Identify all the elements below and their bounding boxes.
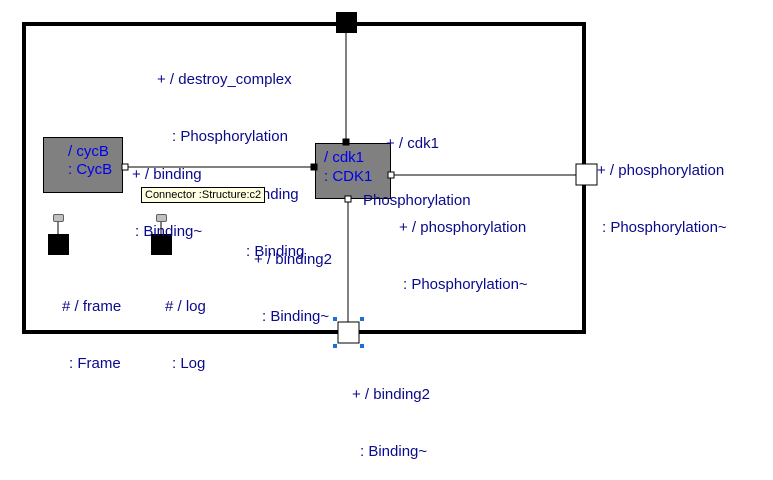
label-log: # / log : Log <box>165 298 206 372</box>
selection-handles <box>333 317 364 348</box>
port-destroy-complex[interactable] <box>336 12 357 33</box>
pin-stems <box>57 222 162 234</box>
label-cdk1-phosphorylation: + / phosphorylation : Phosphorylation~ <box>399 219 528 293</box>
label-destroy-complex: + / destroy_complex : Phosphorylation <box>157 71 292 145</box>
part-cdk1[interactable]: / cdk1 : CDK1 <box>315 143 391 199</box>
cycB-binding-port[interactable] <box>121 163 129 171</box>
port-phosphorylation[interactable] <box>575 163 598 186</box>
part-ports <box>121 138 395 203</box>
port-binding2[interactable] <box>337 321 360 344</box>
part-cycB-name: / cycB <box>68 143 109 160</box>
part-cycB-type: : CycB <box>68 161 113 178</box>
cdk1-cdk1-port[interactable] <box>342 138 350 146</box>
label-cdk1-binding2: + / binding2 : Binding~ <box>254 251 332 325</box>
label-cdk1-port: + / cdk1 Phosphorylation <box>363 135 471 209</box>
cdk1-binding2-port[interactable] <box>344 195 352 203</box>
port-log[interactable] <box>151 234 172 255</box>
connector-tooltip: Connector :Structure:c2 <box>141 187 266 203</box>
cdk1-binding-port[interactable] <box>310 163 318 171</box>
label-frame: # / frame : Frame <box>62 298 122 372</box>
log-pin-icon <box>156 214 167 222</box>
label-phosphorylation-outer: + / phosphorylation : Phosphorylation~ <box>597 162 727 236</box>
port-frame[interactable] <box>48 234 69 255</box>
label-cycB-binding: + / binding : Binding~ <box>132 166 203 240</box>
structure-diagram <box>22 12 598 348</box>
label-binding2-outer: + / binding2 : Binding~ <box>352 386 430 460</box>
part-cdk1-name: / cdk1 <box>324 149 365 166</box>
cdk1-phosphorylation-port[interactable] <box>387 171 395 179</box>
frame-pin-icon <box>53 214 64 222</box>
part-cdk1-type: : CDK1 <box>324 168 373 185</box>
part-cycB[interactable]: / cycB : CycB <box>43 137 123 193</box>
